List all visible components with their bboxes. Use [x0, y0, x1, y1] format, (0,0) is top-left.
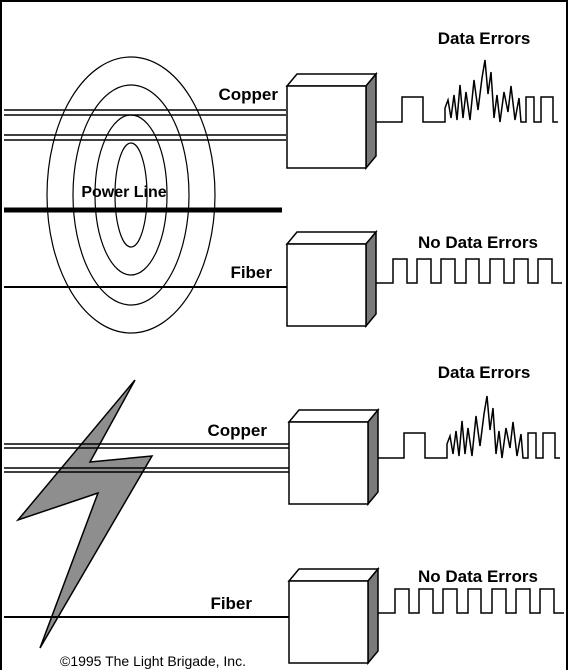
- copper-status-top: Data Errors: [438, 29, 531, 48]
- power-line-label: Power Line: [81, 184, 166, 201]
- copper-status-bottom: Data Errors: [438, 363, 531, 382]
- fiber-status-top: No Data Errors: [418, 233, 538, 252]
- fiber-label-bottom: Fiber: [210, 594, 252, 613]
- clean-signal-top: [376, 259, 562, 283]
- fiber-label-top: Fiber: [230, 263, 272, 282]
- fiber-receiver-box-bottom: [289, 569, 378, 663]
- fiber-status-bottom: No Data Errors: [418, 567, 538, 586]
- lightning-bolt-icon: [18, 380, 152, 648]
- copper-label-top: Copper: [219, 85, 279, 104]
- noisy-signal-top: [376, 60, 558, 122]
- clean-signal-bottom: [378, 589, 564, 613]
- copper-label-bottom: Copper: [208, 421, 268, 440]
- copyright-text: ©1995 The Light Brigade, Inc.: [60, 653, 246, 669]
- fiber-receiver-box-top: [287, 232, 376, 326]
- copper-cable-top: [4, 110, 286, 140]
- noisy-signal-bottom: [378, 396, 560, 458]
- copper-receiver-box-top: [287, 74, 376, 168]
- copper-receiver-box-bottom: [289, 410, 378, 504]
